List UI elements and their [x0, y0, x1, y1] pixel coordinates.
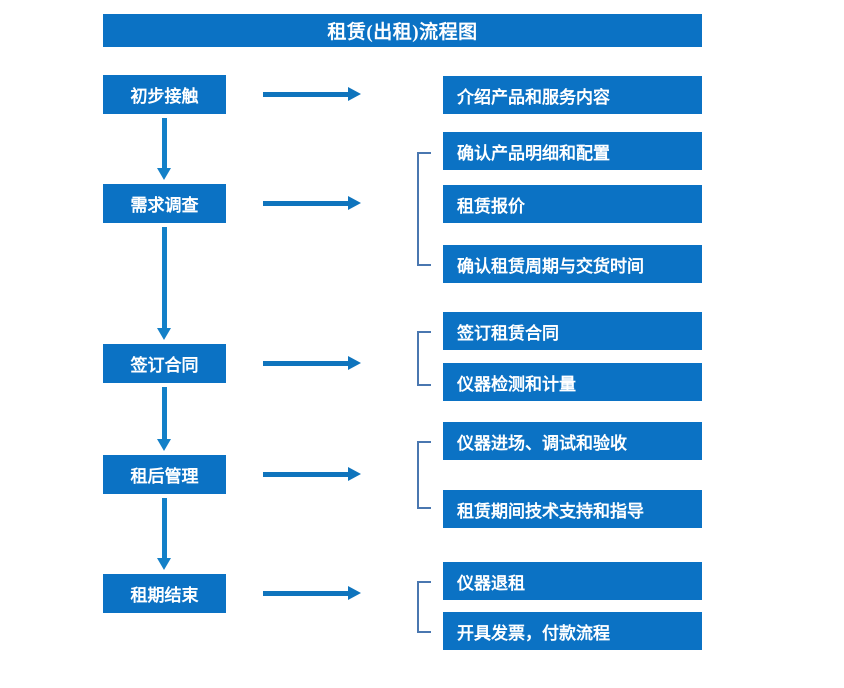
stage-label: 需求调查	[130, 196, 199, 215]
stage-box-4[interactable]: 租后管理	[103, 455, 226, 494]
detail-box-7[interactable]: 仪器进场、调试和验收	[443, 422, 702, 460]
down-arrow-icon-4	[157, 498, 172, 570]
detail-box-6[interactable]: 仪器检测和计量	[443, 363, 702, 401]
stage-label: 租后管理	[130, 467, 199, 486]
detail-box-8[interactable]: 租赁期间技术支持和指导	[443, 490, 702, 528]
down-arrow-icon-2	[157, 227, 172, 340]
page-title: 租赁(出租)流程图	[103, 14, 702, 47]
stage-box-2[interactable]: 需求调查	[103, 184, 226, 223]
stage-box-1[interactable]: 初步接触	[103, 75, 226, 114]
detail-box-2[interactable]: 确认产品明细和配置	[443, 132, 702, 170]
detail-label: 签订租赁合同	[457, 323, 559, 343]
down-arrow-icon-3	[157, 387, 172, 451]
right-arrow-icon-4	[263, 467, 361, 481]
right-arrow-icon-1	[263, 87, 361, 101]
stage-label: 租期结束	[130, 586, 199, 605]
detail-label: 确认租赁周期与交货时间	[457, 256, 644, 276]
group-bracket-icon-3	[417, 441, 431, 509]
detail-box-4[interactable]: 确认租赁周期与交货时间	[443, 245, 702, 283]
detail-label: 开具发票，付款流程	[457, 623, 610, 643]
stage-box-3[interactable]: 签订合同	[103, 344, 226, 383]
detail-box-3[interactable]: 租赁报价	[443, 185, 702, 223]
down-arrow-icon-1	[157, 118, 172, 180]
right-arrow-icon-2	[263, 196, 361, 210]
detail-label: 租赁报价	[457, 196, 525, 216]
detail-label: 介绍产品和服务内容	[457, 87, 610, 107]
detail-label: 仪器退租	[457, 573, 525, 593]
stage-label: 初步接触	[130, 87, 199, 106]
detail-box-1[interactable]: 介绍产品和服务内容	[443, 76, 702, 114]
right-arrow-icon-3	[263, 356, 361, 370]
detail-box-9[interactable]: 仪器退租	[443, 562, 702, 600]
group-bracket-icon-4	[417, 581, 431, 633]
group-bracket-icon-2	[417, 331, 431, 386]
detail-box-10[interactable]: 开具发票，付款流程	[443, 612, 702, 650]
detail-box-5[interactable]: 签订租赁合同	[443, 312, 702, 350]
detail-label: 确认产品明细和配置	[457, 143, 610, 163]
detail-label: 仪器进场、调试和验收	[457, 433, 627, 453]
detail-label: 租赁期间技术支持和指导	[457, 501, 644, 521]
group-bracket-icon-1	[417, 152, 431, 266]
detail-label: 仪器检测和计量	[457, 374, 576, 394]
stage-label: 签订合同	[130, 356, 199, 375]
stage-box-5[interactable]: 租期结束	[103, 574, 226, 613]
right-arrow-icon-5	[263, 586, 361, 600]
